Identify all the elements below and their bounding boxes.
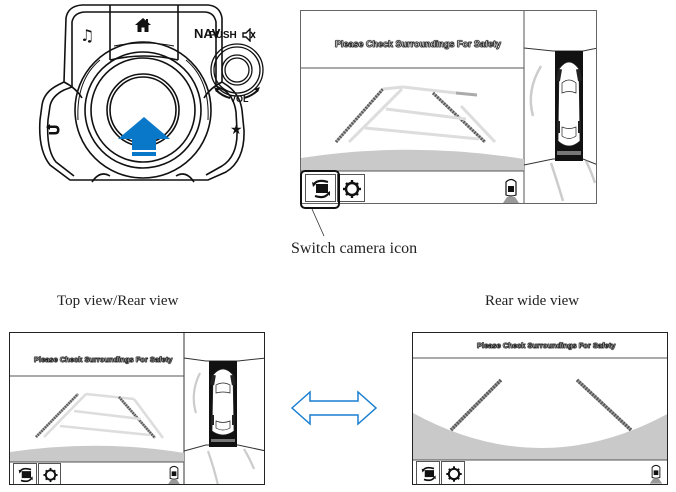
commander-control: ♫ NAV ★ bbox=[30, 0, 270, 190]
safety-message: Please Check Surroundings For Safety bbox=[34, 355, 173, 365]
toggle-view-double-arrow-icon bbox=[290, 390, 380, 431]
switch-camera-icon bbox=[421, 466, 436, 482]
display-top-rear-view: Please Check Surroundings For Safety bbox=[9, 332, 265, 485]
display-top-rear-view-main: Please Check Surroundings For Safety bbox=[300, 10, 597, 204]
safety-message: Please Check Surroundings For Safety bbox=[477, 341, 616, 351]
volume-knob[interactable]: PUSH VOL bbox=[202, 24, 272, 108]
switch-camera-button[interactable] bbox=[416, 461, 440, 484]
nav-button[interactable]: NAV bbox=[194, 26, 221, 41]
favorite-star-icon[interactable]: ★ bbox=[230, 122, 243, 138]
vol-label: VOL bbox=[230, 94, 249, 104]
callout-label: Switch camera icon bbox=[291, 240, 418, 257]
gear-icon bbox=[446, 466, 462, 482]
display-rear-wide-view: Please Check Surroundings For Safety bbox=[412, 332, 668, 485]
back-icon[interactable] bbox=[46, 122, 60, 140]
settings-button[interactable] bbox=[38, 463, 61, 484]
callout-leader-line bbox=[311, 208, 325, 237]
settings-button[interactable] bbox=[337, 174, 365, 202]
music-icon[interactable]: ♫ bbox=[80, 26, 95, 45]
switch-camera-button[interactable] bbox=[13, 463, 37, 484]
gear-icon bbox=[43, 467, 58, 483]
switch-camera-button[interactable] bbox=[305, 174, 336, 202]
view-caption-top-rear: Top view/Rear view bbox=[57, 293, 179, 309]
gear-icon bbox=[343, 180, 361, 198]
mute-icon bbox=[242, 27, 256, 47]
safety-message: Please Check Surroundings For Safety bbox=[335, 39, 502, 50]
view-caption-rear-wide: Rear wide view bbox=[485, 293, 580, 309]
switch-camera-callout-highlight bbox=[300, 170, 340, 209]
home-icon[interactable] bbox=[135, 18, 151, 37]
settings-button[interactable] bbox=[441, 461, 465, 484]
switch-camera-icon bbox=[312, 179, 330, 199]
switch-camera-icon bbox=[18, 467, 33, 483]
action-arrow-up-icon bbox=[116, 117, 172, 162]
push-label: PUSH bbox=[209, 30, 237, 41]
